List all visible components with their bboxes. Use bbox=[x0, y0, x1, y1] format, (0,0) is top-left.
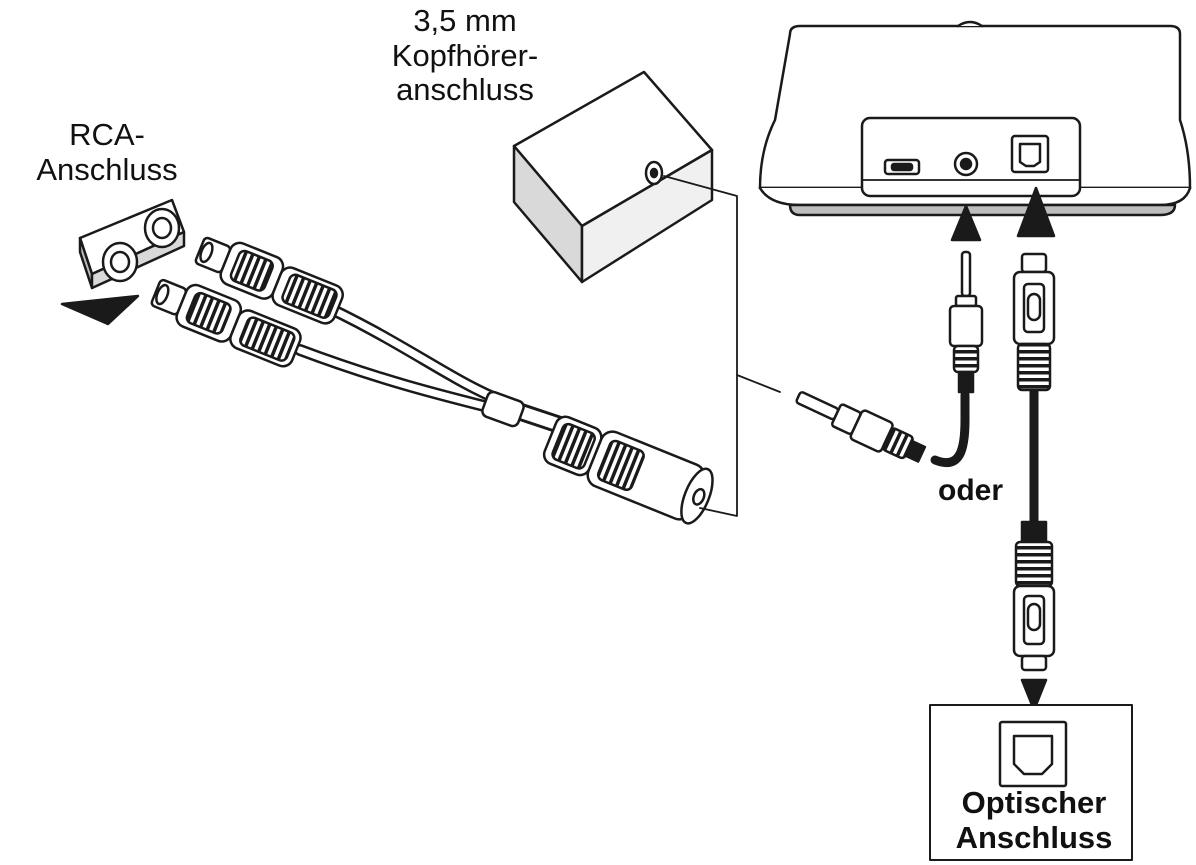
arrow-up-icon bbox=[950, 204, 982, 242]
headphone-label-line2: Kopfhörer- bbox=[391, 37, 539, 73]
optical-label-line2: Anschluss bbox=[955, 819, 1113, 855]
headphone-label-line3: anschluss bbox=[396, 72, 534, 108]
rca-label-line2: Anschluss bbox=[36, 151, 178, 187]
headphone-label: 3,5 mm Kopfhörer- anschluss bbox=[360, 3, 570, 108]
rca-label-line1: RCA- bbox=[69, 117, 145, 152]
vertical-jack-plug bbox=[948, 250, 984, 394]
rca-cable bbox=[150, 236, 714, 525]
headphone-panel bbox=[512, 70, 781, 517]
optical-socket-box bbox=[929, 704, 1133, 861]
rca-label: RCA- Anschluss bbox=[22, 117, 192, 187]
rca-socket-plate bbox=[78, 198, 186, 290]
optical-label-line1: Optischer bbox=[961, 785, 1107, 820]
or-label: oder bbox=[938, 474, 1004, 507]
arrow-down-icon bbox=[1020, 678, 1048, 712]
speaker-base bbox=[758, 20, 1192, 217]
optical-cable bbox=[1012, 252, 1056, 672]
arrow-up-icon bbox=[1016, 186, 1056, 238]
arrow-left-icon bbox=[60, 294, 140, 326]
headphone-label-line1: 3,5 mm bbox=[413, 3, 517, 38]
optical-label: Optischer Anschluss bbox=[934, 785, 1134, 855]
headphone-jack-plug bbox=[795, 390, 970, 467]
